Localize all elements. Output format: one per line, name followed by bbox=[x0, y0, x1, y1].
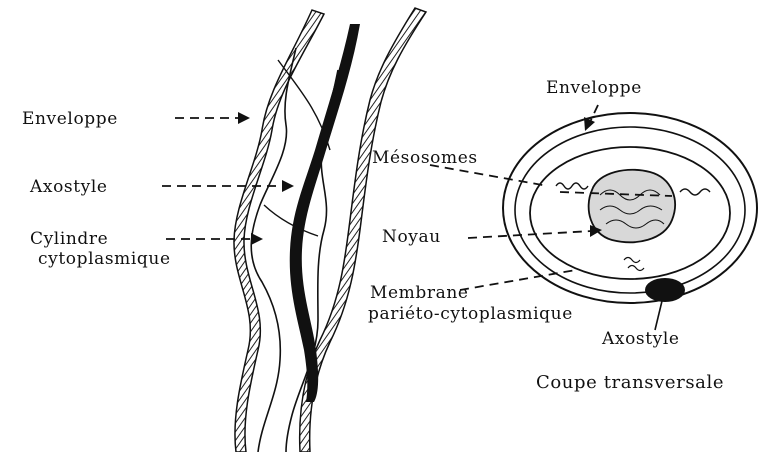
mesosome-squiggle-right bbox=[680, 189, 710, 195]
nucleus bbox=[589, 170, 675, 242]
caption-coupe-transversale: Coupe transversale bbox=[536, 372, 724, 393]
mesosome-squiggle-left bbox=[556, 183, 588, 189]
axostyle-cross-section bbox=[645, 278, 685, 302]
axostyle-right-pointer bbox=[655, 301, 662, 330]
label-cylindre-line2: cytoplasmique bbox=[38, 249, 171, 269]
label-enveloppe-left: Enveloppe bbox=[22, 109, 118, 129]
label-noyau: Noyau bbox=[382, 227, 441, 247]
cross-section bbox=[503, 113, 757, 330]
cylinder-outline-mid2 bbox=[264, 205, 318, 236]
label-axostyle-left: Axostyle bbox=[29, 177, 108, 197]
label-membrane-line2: pariéto-cytoplasmique bbox=[368, 304, 573, 324]
label-enveloppe-right: Enveloppe bbox=[546, 78, 642, 98]
label-membrane-line1: Membrane bbox=[370, 283, 469, 303]
label-mesosomes: Mésosomes bbox=[372, 148, 478, 168]
mesosome-cluster-lower bbox=[624, 258, 644, 271]
label-axostyle-right: Axostyle bbox=[601, 329, 680, 349]
label-cylindre-line1: Cylindre bbox=[30, 229, 108, 249]
